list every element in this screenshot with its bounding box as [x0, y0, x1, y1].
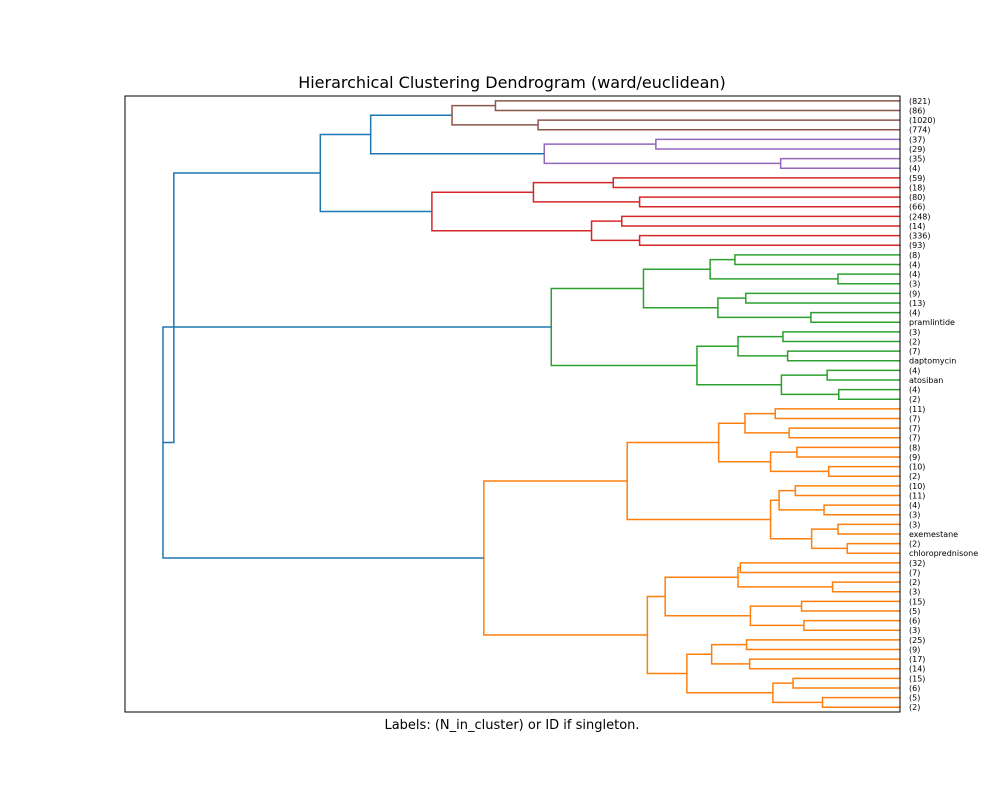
leaf-label: (6) — [909, 617, 920, 626]
leaf-label: (15) — [909, 597, 925, 606]
leaf-label: (9) — [909, 289, 920, 298]
leaf-label: (248) — [909, 212, 931, 221]
leaf-label: (7) — [909, 414, 920, 423]
leaf-label: exemestane — [909, 530, 958, 539]
leaf-label: (80) — [909, 193, 925, 202]
leaf-label: (8) — [909, 251, 920, 260]
leaf-label: (3) — [909, 588, 920, 597]
leaf-label: (7) — [909, 434, 920, 443]
leaf-label: (774) — [909, 126, 931, 135]
leaf-label: (4) — [909, 386, 920, 395]
leaf-label: (11) — [909, 405, 925, 414]
leaf-label: (821) — [909, 97, 931, 106]
leaf-label: (2) — [909, 395, 920, 404]
dendrogram-link — [162, 172, 321, 444]
leaf-label: pramlintide — [909, 318, 955, 327]
leaf-label: (17) — [909, 655, 925, 664]
leaf-label: (11) — [909, 491, 925, 500]
leaf-label: (4) — [909, 164, 920, 173]
leaf-label: (1020) — [909, 116, 936, 125]
leaf-label: (14) — [909, 665, 925, 674]
leaf-label: (15) — [909, 674, 925, 683]
leaf-label: (14) — [909, 222, 925, 231]
leaf-label: (3) — [909, 626, 920, 635]
leaf-label: (59) — [909, 174, 925, 183]
leaf-labels: (821)(86)(1020)(774)(37)(29)(35)(4)(59)(… — [909, 97, 978, 712]
leaf-label: (2) — [909, 578, 920, 587]
leaf-label: chloroprednisone — [909, 549, 978, 558]
leaf-label: (35) — [909, 155, 925, 164]
x-axis-label: Labels: (N_in_cluster) or ID if singleto… — [384, 718, 639, 733]
leaf-label: atosiban — [909, 376, 943, 385]
leaf-label: (2) — [909, 337, 920, 346]
leaf-label: (2) — [909, 703, 920, 712]
leaf-label: (13) — [909, 299, 925, 308]
leaf-label: (3) — [909, 520, 920, 529]
leaf-label: (7) — [909, 568, 920, 577]
leaf-label: (3) — [909, 280, 920, 289]
leaf-label: (25) — [909, 636, 925, 645]
leaf-label: (7) — [909, 424, 920, 433]
leaf-label: (37) — [909, 135, 925, 144]
leaf-label: (9) — [909, 645, 920, 654]
leaf-label: (93) — [909, 241, 925, 250]
leaf-label: (9) — [909, 453, 920, 462]
leaf-label: (10) — [909, 482, 925, 491]
leaf-label: (2) — [909, 540, 920, 549]
leaf-label: (4) — [909, 309, 920, 318]
leaf-label: daptomycin — [909, 357, 956, 366]
leaf-label: (4) — [909, 270, 920, 279]
leaf-label: (86) — [909, 106, 925, 115]
leaf-label: (5) — [909, 694, 920, 703]
leaf-label: (3) — [909, 511, 920, 520]
plot-frame — [124, 95, 901, 713]
leaf-label: (4) — [909, 260, 920, 269]
leaf-label: (4) — [909, 366, 920, 375]
leaf-label: (10) — [909, 463, 925, 472]
leaf-label: (8) — [909, 443, 920, 452]
leaf-label: (2) — [909, 472, 920, 481]
leaf-label: (4) — [909, 501, 920, 510]
leaf-label: (3) — [909, 328, 920, 337]
leaf-label: (5) — [909, 607, 920, 616]
dendrogram-links — [162, 100, 900, 708]
leaf-label: (32) — [909, 559, 925, 568]
leaf-label: (6) — [909, 684, 920, 693]
leaf-label: (336) — [909, 232, 931, 241]
leaf-label: (29) — [909, 145, 925, 154]
leaf-label: (66) — [909, 203, 925, 212]
chart-title: Hierarchical Clustering Dendrogram (ward… — [298, 73, 726, 92]
leaf-label: (18) — [909, 183, 925, 192]
leaf-label: (7) — [909, 347, 920, 356]
